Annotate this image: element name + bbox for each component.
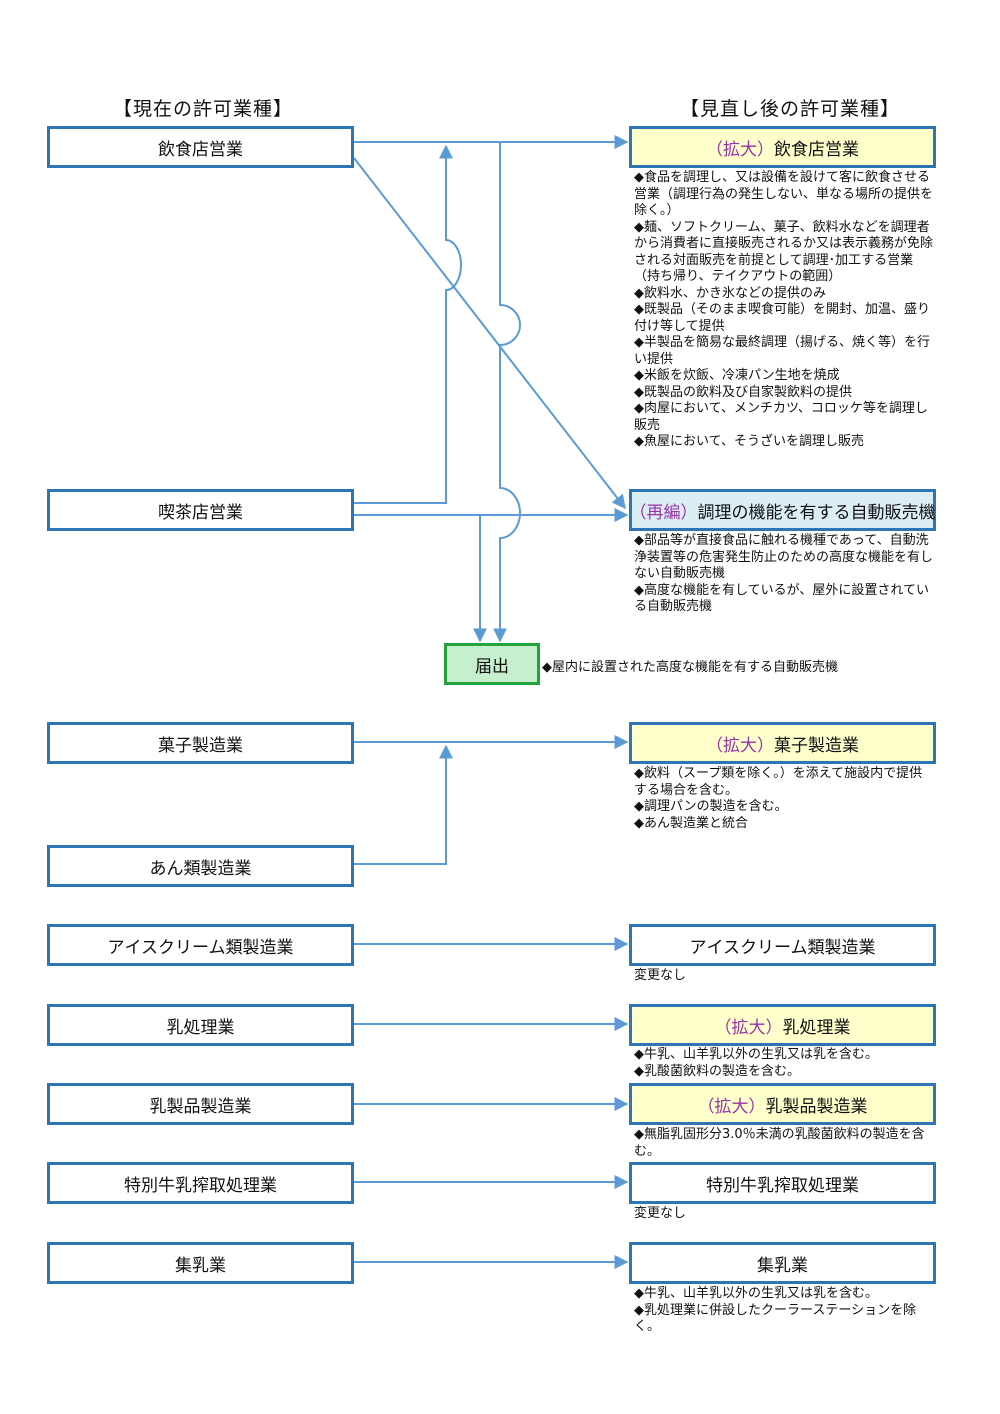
note-line: ◆既製品の飲料及び自家製飲料の提供 — [634, 384, 852, 400]
revised-shunyu-box: 集乳業 — [629, 1242, 936, 1284]
note-line: ◆飲料水、かき氷などの提供のみ — [634, 285, 826, 301]
note-line: ◆既製品（そのまま喫食可能）を開封、加温、盛り付け等して提供 — [634, 302, 930, 334]
current-ice-box: アイスクリーム類製造業 — [47, 924, 354, 966]
nyushori-notes: ◆牛乳、山羊乳以外の生乳又は乳を含む。 ◆乳酸菌飲料の製造を含む。 — [634, 1047, 934, 1080]
todokede-note: ◆屋内に設置された高度な機能を有する自動販売機 — [542, 660, 838, 675]
expanded-tag: （拡大） — [714, 1017, 783, 1038]
note-line: ◆麺、ソフトクリーム、菓子、飲料水などを調理者から消費者に直接販売されるか又は表… — [634, 219, 934, 285]
note-line: ◆高度な機能を有しているが、屋外に設置されている自動販売機 — [634, 582, 929, 615]
current-shunyu-box: 集乳業 — [47, 1242, 354, 1284]
revised-tokubetsu-box: 特別牛乳搾取処理業 — [629, 1162, 936, 1204]
revised-jihanki-box: （再編）調理の機能を有する自動販売機 — [629, 489, 936, 531]
note-line: ◆あん製造業と統合 — [634, 815, 748, 831]
note-line: ◆部品等が直接食品に触れる機種であって、自動洗浄装置等の危害発生防止のための高度… — [634, 533, 934, 581]
note-line: ◆無脂乳固形分3.0％未満の乳酸菌飲料の製造を含む。 — [634, 1127, 925, 1159]
note-line: ◆乳処理業に併設したクーラーステーションを除く。 — [634, 1302, 917, 1335]
current-an-box: あん類製造業 — [47, 845, 354, 887]
note-line: 変更なし — [634, 968, 687, 983]
note-line: ◆米飯を炊飯、冷凍パン生地を焼成 — [634, 368, 840, 383]
shunyu-notes: ◆牛乳、山羊乳以外の生乳又は乳を含む。 ◆乳処理業に併設したクーラーステーション… — [634, 1286, 934, 1336]
todokede-box: 届出 — [444, 643, 540, 685]
revised-kashi-box: （拡大）菓子製造業 — [629, 722, 936, 764]
note-line: ◆乳酸菌飲料の製造を含む。 — [634, 1063, 800, 1079]
revised-inshokuten-name: 飲食店営業 — [774, 139, 859, 160]
note-line: ◆飲料（スープ類を除く。）を添えて施設内で提供する場合を含む。 — [634, 766, 923, 798]
arrow-inshokuten-to-jihanki — [353, 157, 626, 510]
revised-nyushori-name: 乳処理業 — [782, 1017, 851, 1038]
nyuseihin-notes: ◆無脂乳固形分3.0％未満の乳酸菌飲料の製造を含む。 — [634, 1127, 934, 1160]
note-line: ◆牛乳、山羊乳以外の生乳又は乳を含む。 — [634, 1047, 878, 1062]
ice-notes: 変更なし — [634, 968, 934, 985]
note-line: 変更なし — [634, 1206, 687, 1221]
note-line: ◆魚屋において、そうざいを調理し販売 — [634, 434, 864, 449]
current-nyuseihin-box: 乳製品製造業 — [47, 1083, 354, 1125]
expanded-tag: （拡大） — [706, 139, 774, 160]
current-kissaten-box: 喫茶店営業 — [47, 489, 354, 531]
revised-nyushori-box: （拡大）乳処理業 — [629, 1004, 936, 1046]
current-nyushori-box: 乳処理業 — [47, 1004, 354, 1046]
arrow-kissaten-to-inshokuten — [354, 144, 462, 504]
current-kashi-box: 菓子製造業 — [47, 722, 354, 764]
expanded-tag: （拡大） — [706, 735, 774, 756]
expanded-tag: （拡大） — [697, 1096, 766, 1117]
tokubetsu-notes: 変更なし — [634, 1206, 934, 1223]
revised-jihanki-name: 調理の機能を有する自動販売機 — [697, 502, 936, 523]
arrow-an-to-kashi — [354, 744, 453, 865]
note-line: ◆牛乳、山羊乳以外の生乳又は乳を含む。 — [634, 1286, 878, 1301]
reorganized-tag: （再編） — [629, 502, 698, 523]
note-line: ◆食品を調理し、又は設備を設けて客に飲食させる営業（調理行為の発生しない、単なる… — [634, 170, 934, 218]
revised-nyuseihin-box: （拡大）乳製品製造業 — [629, 1083, 936, 1125]
revised-inshokuten-box: （拡大）飲食店営業 — [629, 126, 936, 168]
note-line: ◆肉屋において、メンチカツ、コロッケ等を調理し販売 — [634, 401, 928, 433]
arrow-inshokuten-to-todokede — [354, 141, 521, 643]
note-line: ◆調理パンの製造を含む。 — [634, 799, 788, 814]
revised-kashi-name: 菓子製造業 — [774, 735, 859, 756]
inshokuten-notes: ◆食品を調理し、又は設備を設けて客に飲食させる営業（調理行為の発生しない、単なる… — [634, 170, 934, 451]
current-tokubetsu-box: 特別牛乳搾取処理業 — [47, 1162, 354, 1204]
current-inshokuten-box: 飲食店営業 — [47, 126, 354, 168]
jihanki-notes: ◆部品等が直接食品に触れる機種であって、自動洗浄装置等の危害発生防止のための高度… — [634, 533, 934, 616]
revised-header: 【見直し後の許可業種】 — [680, 98, 901, 120]
current-header: 【現在の許可業種】 — [113, 98, 294, 120]
revised-nyuseihin-name: 乳製品製造業 — [765, 1096, 868, 1117]
revised-ice-box: アイスクリーム類製造業 — [629, 924, 936, 966]
note-line: ◆半製品を簡易な最終調理（揚げる、焼く等）を行い提供 — [634, 335, 930, 367]
kashi-notes: ◆飲料（スープ類を除く。）を添えて施設内で提供する場合を含む。 ◆調理パンの製造… — [634, 766, 934, 832]
